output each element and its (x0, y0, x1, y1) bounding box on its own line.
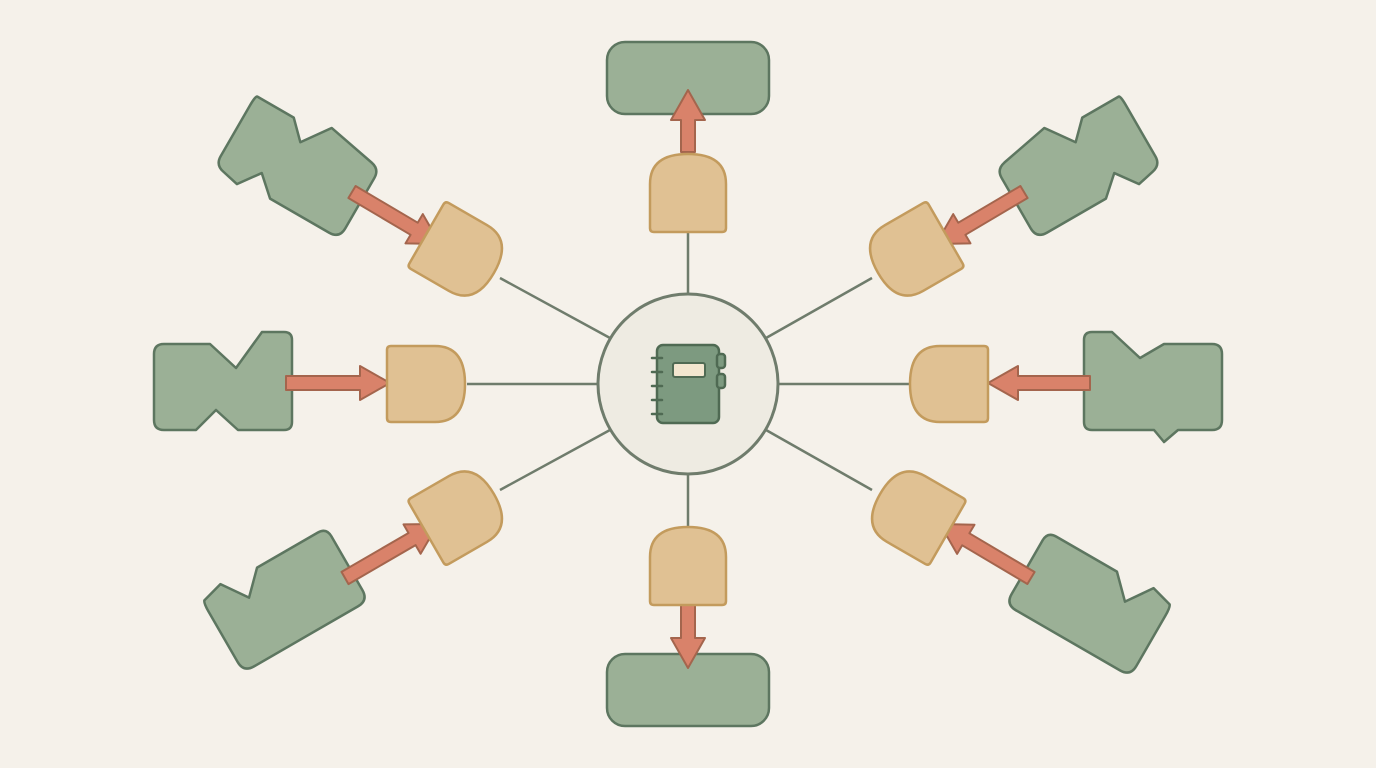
inner-node-top (648, 152, 728, 234)
hub-node (596, 292, 780, 476)
outer-block-top-left (217, 95, 378, 237)
outer-block-bottom-left (203, 529, 366, 670)
arrow-bottom-outward (670, 601, 706, 669)
spoke-line-bottom-right (765, 428, 873, 492)
arrow-top-right-inward (935, 185, 1029, 245)
outer-block-left (152, 330, 294, 432)
notebook-icon (650, 343, 727, 425)
arrow-bottom-left-inward (340, 523, 439, 586)
outer-block-right (1082, 330, 1224, 444)
arrow-left-inward (285, 365, 391, 401)
inner-node-bottom-right (870, 470, 967, 566)
inner-node-right (908, 344, 990, 424)
spoke-line-top-right (765, 276, 873, 340)
inner-node-top-left (407, 201, 504, 297)
spoke-lines (467, 228, 910, 530)
arrow-top-outward (670, 89, 706, 153)
arrow-bottom-right-inward (939, 523, 1036, 585)
inner-node-left (385, 344, 467, 424)
outer-block-top-right (998, 95, 1159, 237)
inner-node-bottom-left (407, 470, 504, 566)
arrow-right-inward (987, 365, 1091, 401)
spoke-line-bottom-left (499, 428, 611, 492)
inner-nodes (385, 152, 990, 607)
inner-node-top-right (868, 201, 965, 297)
outer-block-bottom-right (1008, 533, 1171, 674)
outer-blocks (152, 40, 1224, 728)
spoke-line-top-left (499, 276, 611, 340)
inner-node-bottom (648, 525, 728, 607)
